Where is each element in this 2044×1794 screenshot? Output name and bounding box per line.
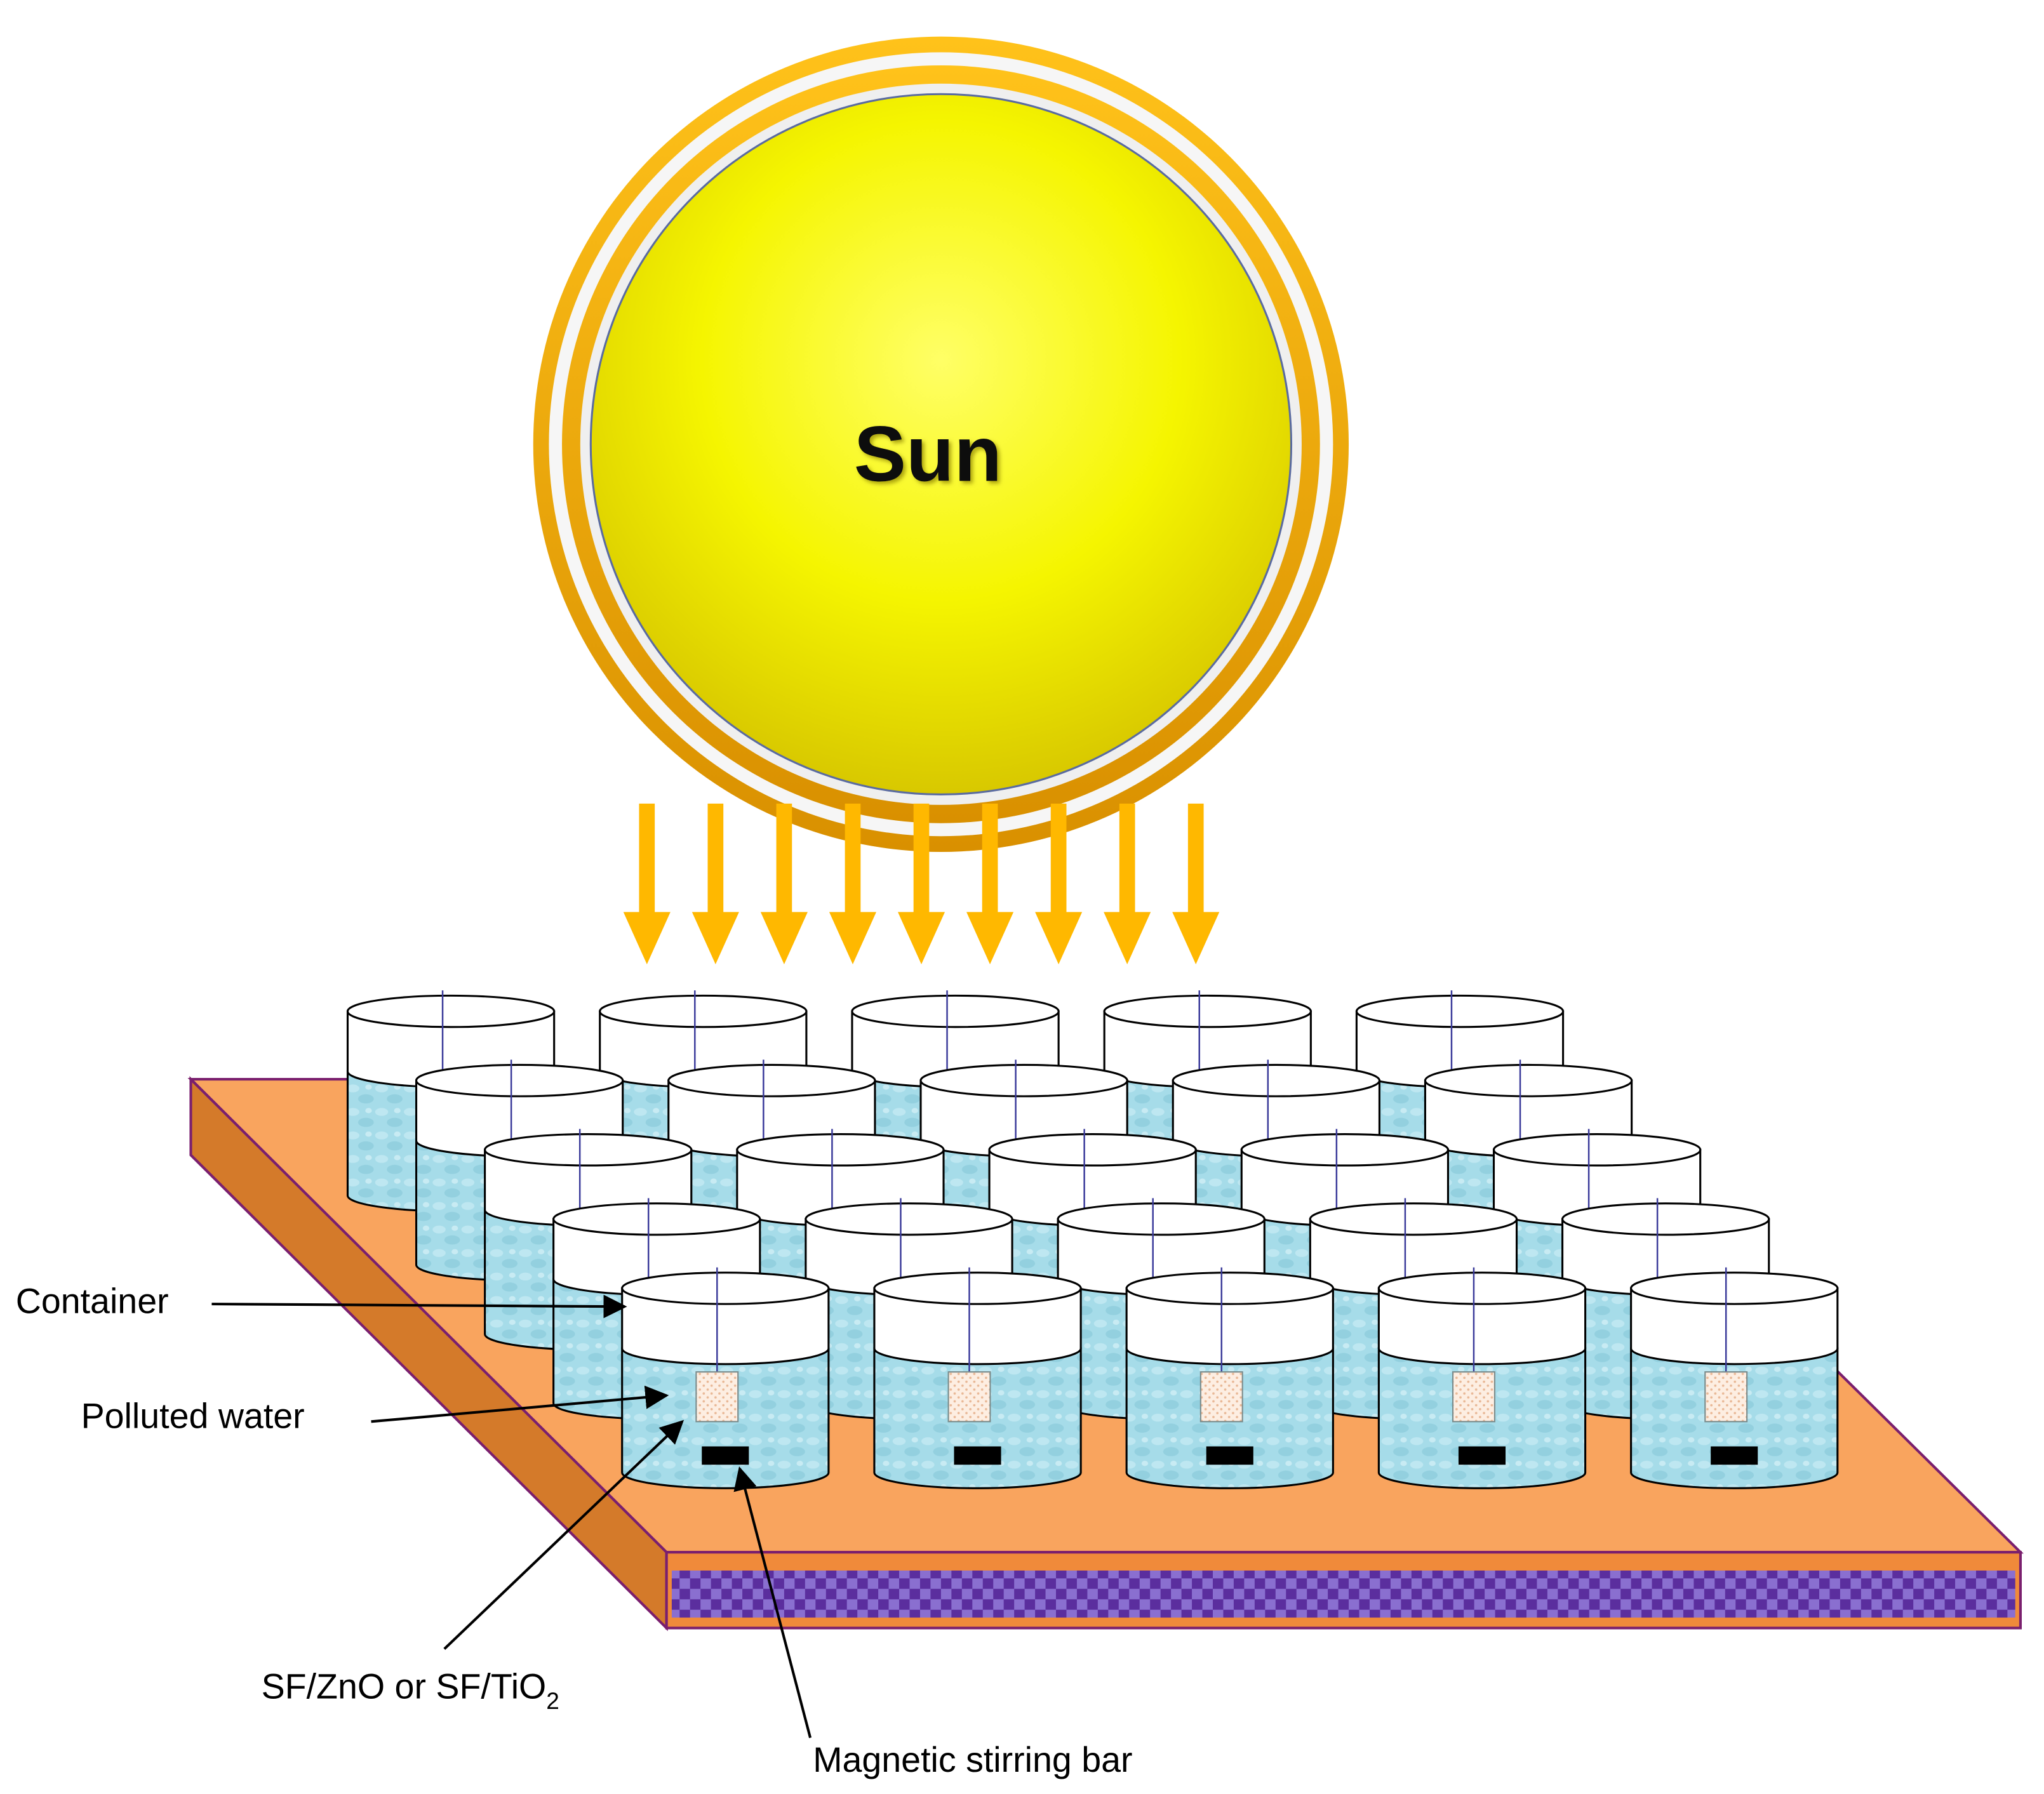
container-lid-top bbox=[1377, 1272, 1587, 1305]
container-lid bbox=[1377, 1287, 1587, 1365]
sun-ray-arrow bbox=[1104, 803, 1151, 964]
container-lid-top bbox=[988, 1133, 1197, 1167]
photocatalyst-film bbox=[695, 1371, 739, 1423]
container-lid-top bbox=[736, 1133, 945, 1167]
container-lid-top bbox=[346, 994, 556, 1028]
container bbox=[1377, 1267, 1587, 1489]
magnetic-stirring-bar bbox=[954, 1446, 1001, 1465]
container bbox=[873, 1267, 1082, 1489]
container-lid-top bbox=[1630, 1272, 1839, 1305]
arrow-polluted-water bbox=[371, 1385, 669, 1423]
container-lid-top bbox=[667, 1063, 876, 1098]
magnetic-stirring-bar bbox=[1711, 1446, 1758, 1465]
sun-ray-arrow bbox=[760, 803, 808, 964]
container-lid-top bbox=[1355, 994, 1565, 1028]
container-lid-top bbox=[1125, 1272, 1334, 1305]
container-lid-top bbox=[1492, 1133, 1702, 1167]
container-lid-top bbox=[1561, 1202, 1770, 1236]
container-lid-top bbox=[552, 1202, 761, 1236]
sun-ray-arrow bbox=[1172, 803, 1220, 964]
container-lid bbox=[1630, 1287, 1839, 1365]
magnetic-stirring-bar bbox=[702, 1446, 749, 1465]
sun-ray-arrow bbox=[966, 803, 1014, 964]
container-grid bbox=[346, 990, 1839, 1489]
photocatalyst-film bbox=[1704, 1371, 1748, 1423]
container-lid-top bbox=[919, 1063, 1128, 1098]
label-container: Container bbox=[16, 1282, 169, 1321]
magnetic-stirring-bar bbox=[1458, 1446, 1506, 1465]
platform-heating-strip bbox=[671, 1570, 2015, 1618]
container bbox=[1125, 1267, 1334, 1489]
photocatalyst-film bbox=[947, 1371, 991, 1423]
sun-ray-arrow bbox=[897, 803, 945, 964]
label-stirring-bar: Magnetic stirring bar bbox=[813, 1740, 1132, 1779]
container-lid-top bbox=[1172, 1063, 1380, 1098]
sun-rays bbox=[623, 803, 1220, 964]
photocatalyst-film bbox=[1452, 1371, 1495, 1423]
container-lid-top bbox=[599, 994, 808, 1028]
sun-ray-arrow bbox=[1035, 803, 1083, 964]
arrow-stirring-bar bbox=[733, 1466, 812, 1738]
arrow-container bbox=[211, 1294, 627, 1319]
container-lid-top bbox=[1424, 1063, 1633, 1098]
container-lid bbox=[1125, 1287, 1334, 1365]
container-lid-top bbox=[484, 1133, 693, 1167]
container bbox=[621, 1267, 830, 1489]
container-lid-top bbox=[873, 1272, 1082, 1305]
sun-ray-arrow bbox=[691, 803, 739, 964]
sun-body bbox=[589, 93, 1293, 795]
container-lid-top bbox=[1103, 994, 1312, 1028]
label-polluted-water: Polluted water bbox=[81, 1397, 305, 1436]
sun-ray-arrow bbox=[623, 803, 671, 964]
container-lid bbox=[873, 1287, 1082, 1365]
container-lid-top bbox=[415, 1063, 624, 1098]
container-lid-top bbox=[805, 1202, 1013, 1236]
label-catalyst: SF/ZnO or SF/TiO2 bbox=[262, 1667, 559, 1714]
arrow-catalyst bbox=[443, 1419, 685, 1650]
magnetic-stirring-bar bbox=[1206, 1446, 1253, 1465]
sun: Sun bbox=[533, 36, 1349, 852]
container-lid bbox=[621, 1287, 830, 1365]
container-lid-top bbox=[851, 994, 1060, 1028]
container-lid-top bbox=[1309, 1202, 1518, 1236]
container-lid-top bbox=[621, 1272, 830, 1305]
container bbox=[1630, 1267, 1839, 1489]
sun-ray-arrow bbox=[829, 803, 877, 964]
container-lid-top bbox=[1240, 1133, 1450, 1167]
container-lid-top bbox=[1057, 1202, 1266, 1236]
annotations: Container Polluted water SF/ZnO or SF/Ti… bbox=[16, 1282, 1133, 1779]
sun-label: Sun bbox=[854, 410, 1002, 498]
photocatalyst-film bbox=[1199, 1371, 1243, 1423]
